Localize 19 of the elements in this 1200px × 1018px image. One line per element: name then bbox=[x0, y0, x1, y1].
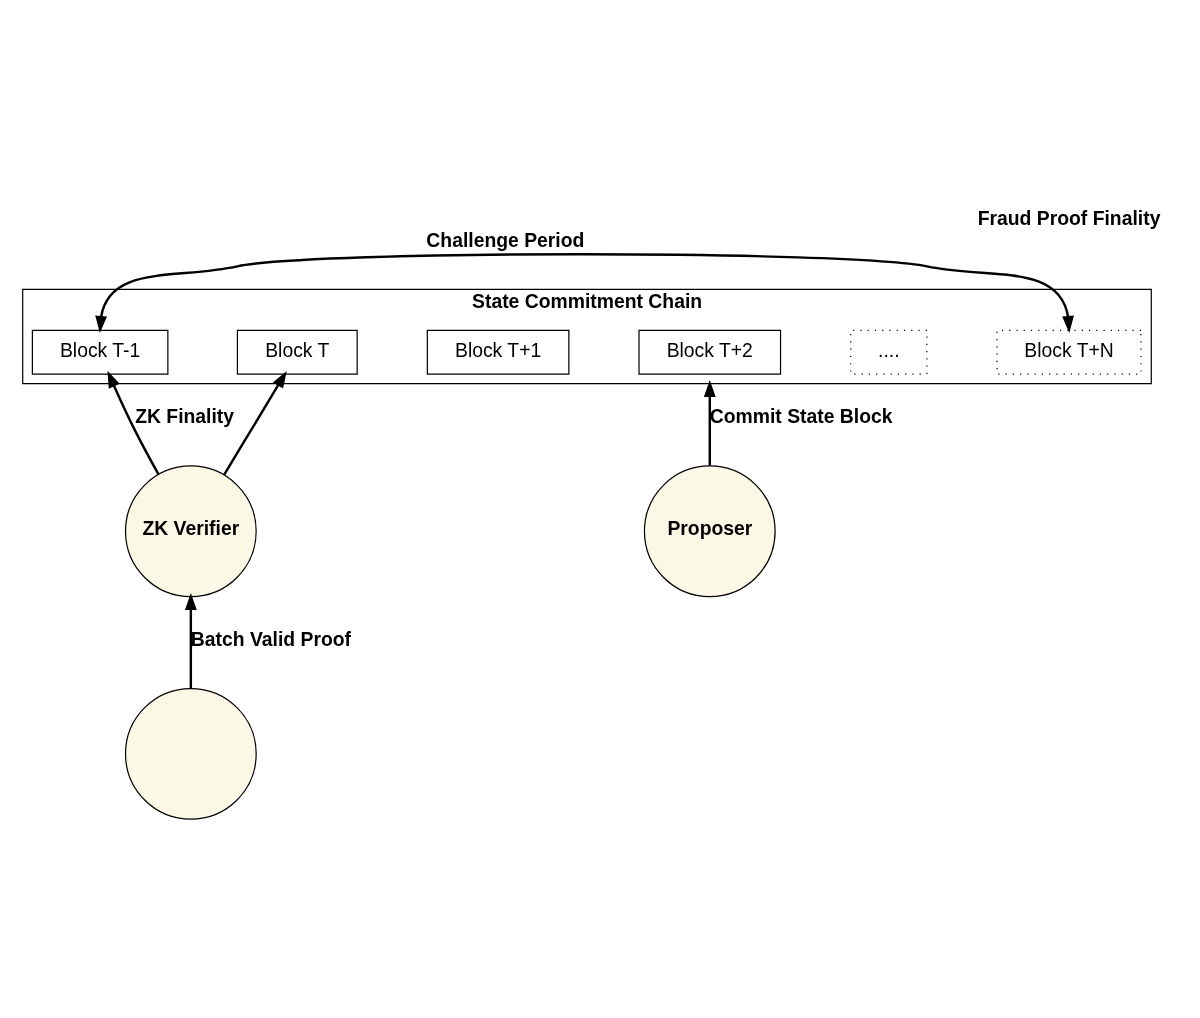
node-box: Block T-1 bbox=[31, 329, 169, 375]
node-circle bbox=[124, 687, 257, 820]
edge-label: ZK Finality bbox=[135, 404, 235, 427]
node-box: Block T+2 bbox=[638, 329, 782, 375]
node-box: Block T bbox=[236, 329, 358, 375]
arrow bbox=[107, 370, 160, 475]
node-box: Block T+N bbox=[996, 329, 1142, 375]
arrow bbox=[95, 252, 1074, 333]
edge-label: Batch Valid Proof bbox=[190, 627, 351, 650]
node-circle: Proposer bbox=[643, 464, 776, 597]
arrow bbox=[223, 370, 287, 476]
edge-label: Challenge Period bbox=[426, 228, 585, 251]
arrow bbox=[184, 592, 197, 688]
edge-label: Commit State Block bbox=[709, 404, 893, 427]
arrow bbox=[703, 379, 716, 466]
label: Fraud Proof Finality bbox=[977, 206, 1161, 229]
node-box: Block T+1 bbox=[426, 329, 570, 375]
node-circle: ZK Verifier bbox=[124, 464, 257, 597]
node-box: .... bbox=[850, 329, 928, 375]
